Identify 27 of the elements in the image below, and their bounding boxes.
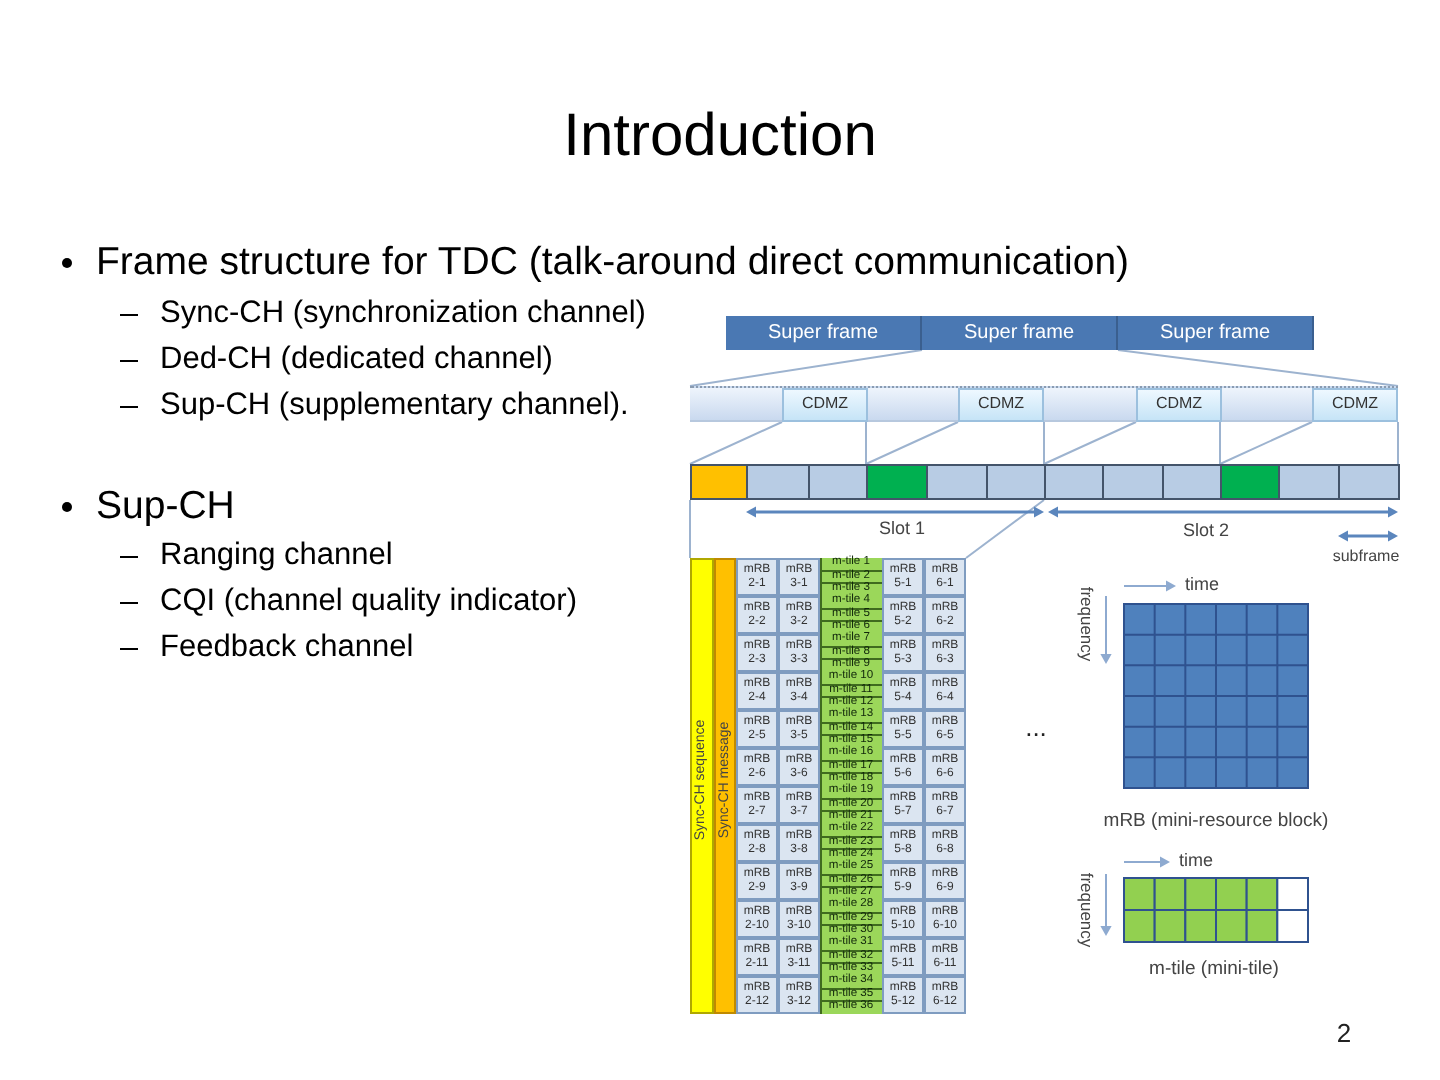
axis-label: time: [1185, 576, 1219, 596]
span-label: Slot 2: [1183, 522, 1229, 542]
ellipsis: ...: [1025, 713, 1047, 743]
axis-label: time: [1179, 852, 1213, 872]
super-frame-segment: Super frame: [922, 316, 1118, 350]
axis-label: frequency: [1076, 586, 1096, 662]
sub-bullet-point: Sync-CH (synchronization channel): [120, 296, 646, 334]
sub-bullet-point: Ranging channel: [120, 538, 393, 576]
sub-bullet-point: Ded-CH (dedicated channel): [120, 342, 553, 380]
super-frame-segment: Super frame: [1118, 316, 1314, 350]
cdmz-segment: CDMZ: [782, 388, 868, 422]
page-number: 2: [1336, 1019, 1352, 1049]
span-label: Slot 1: [879, 520, 925, 540]
cdmz-segment: CDMZ: [958, 388, 1044, 422]
cdmz-segment: CDMZ: [1136, 388, 1222, 422]
slide-title: Introduction: [563, 103, 877, 169]
span-label: subframe: [1332, 549, 1400, 567]
sub-bullet-point: CQI (channel quality indicator): [120, 584, 577, 622]
bullet-point: Frame structure for TDC (talk-around direct communication): [60, 240, 1130, 287]
axis-label: frequency: [1076, 872, 1096, 948]
bullet-point: Sup-CH: [60, 484, 235, 531]
figure-caption: m-tile (mini-tile): [1149, 959, 1279, 981]
sub-bullet-point: Feedback channel: [120, 630, 414, 668]
sub-bullet-point: Sup-CH (supplementary channel).: [120, 388, 629, 426]
cdmz-segment: CDMZ: [1312, 388, 1398, 422]
super-frame-segment: Super frame: [726, 316, 922, 350]
figure-caption: mRB (mini-resource block): [1103, 811, 1329, 833]
